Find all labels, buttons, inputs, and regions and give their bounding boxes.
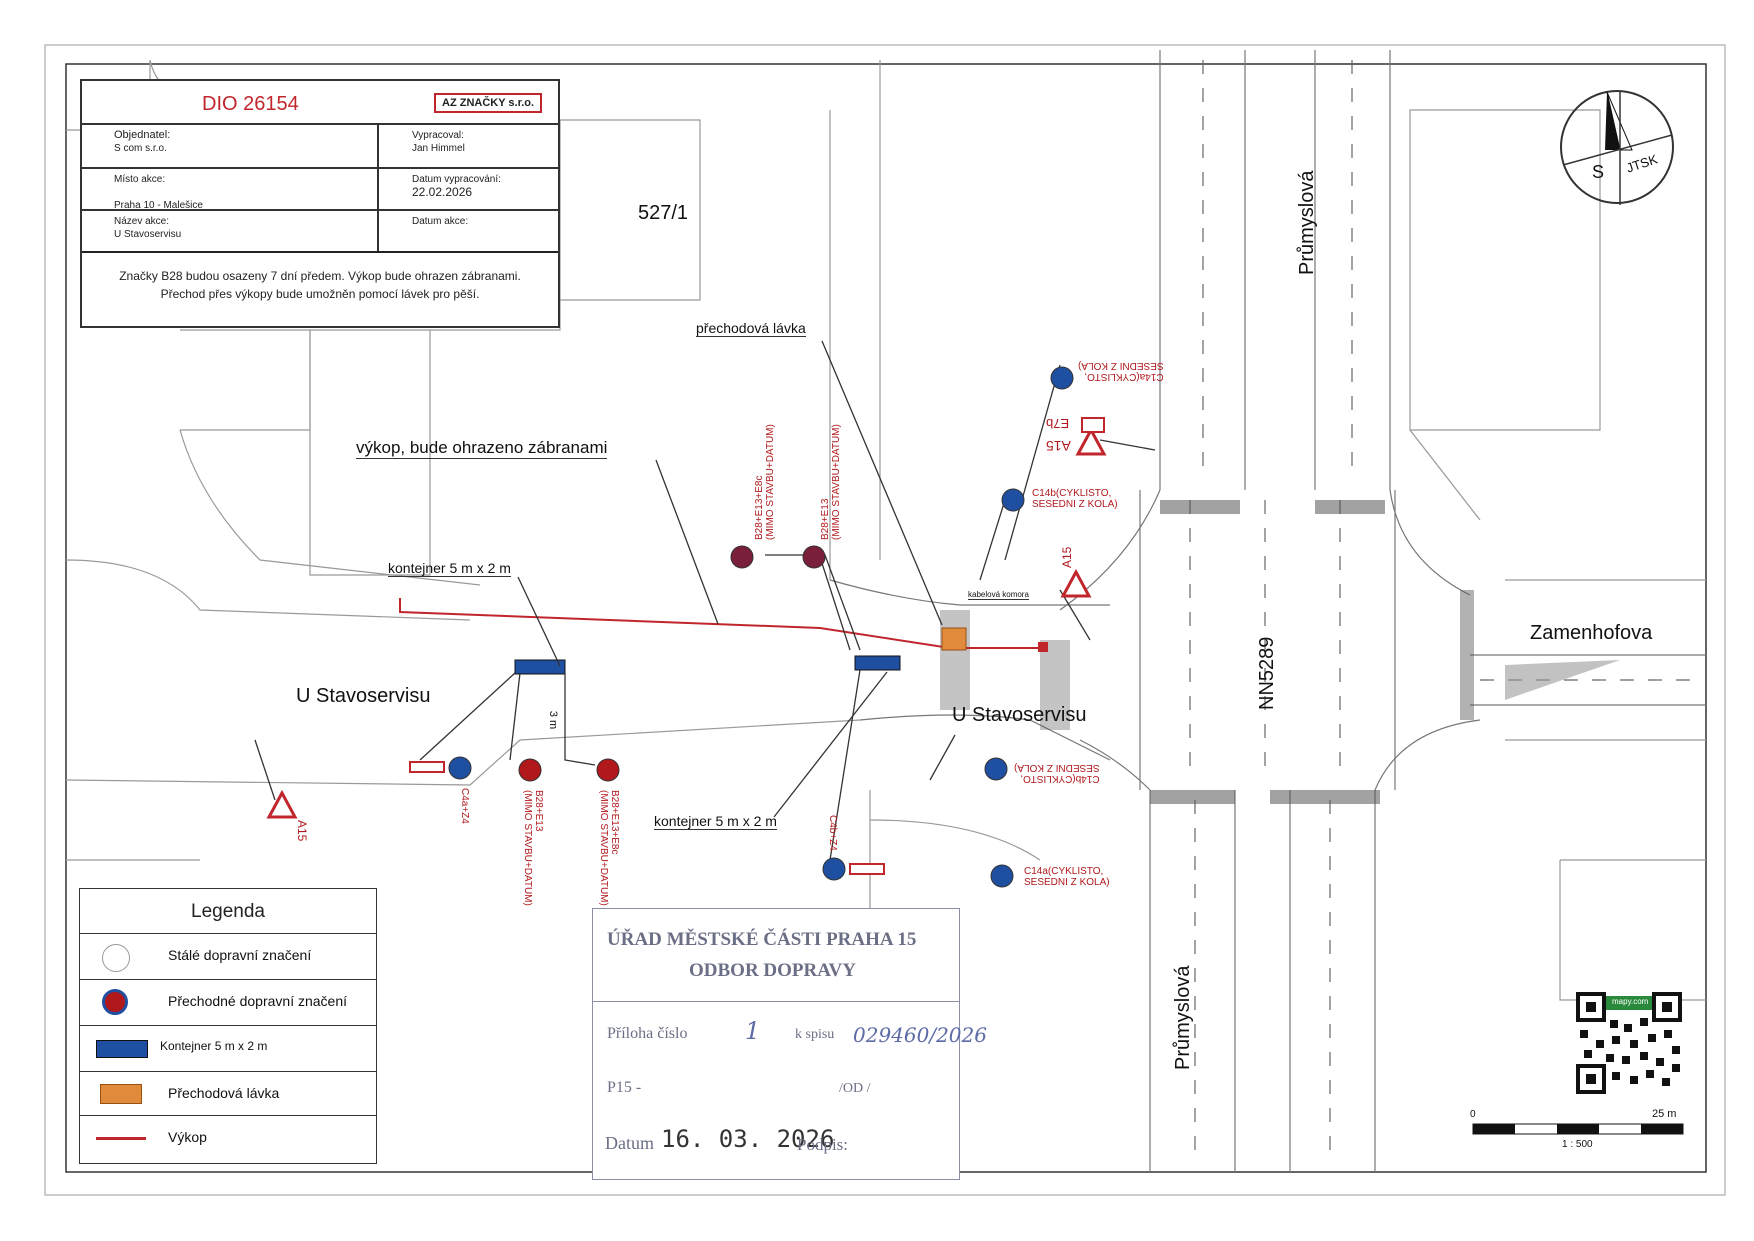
crossing-bridge-mark bbox=[941, 627, 967, 651]
outer-frame bbox=[44, 44, 1726, 1196]
zebra-crossings bbox=[940, 500, 1474, 804]
stamp-line1: ÚŘAD MĚSTSKÉ ČÁSTI PRAHA 15 bbox=[607, 929, 917, 950]
label-kontejner-top: kontejner 5 m x 2 m bbox=[388, 560, 511, 577]
compass-rose bbox=[1560, 90, 1674, 205]
container-mark-right bbox=[854, 655, 901, 671]
stamp-priloha-label: Příloha číslo bbox=[607, 1025, 688, 1042]
label-vykop: výkop, bude ohrazeno zábranami bbox=[356, 438, 608, 459]
sign-c14b: C14b(CYKLISTO,SESEDNI Z KOLA) bbox=[1032, 488, 1118, 510]
sign-c14a-bottom: C14a(CYKLISTO,SESEDNI Z KOLA) bbox=[1024, 866, 1110, 888]
scale-zero: 0 bbox=[1470, 1109, 1476, 1120]
permanent-sign-icon bbox=[102, 944, 130, 972]
qr-code bbox=[1576, 992, 1682, 1094]
temporary-sign-icon bbox=[102, 989, 128, 1015]
sign-b28-bot1: B28+E13(MIMO STAVBU+DATUM) bbox=[522, 790, 544, 906]
legend-row-container: Kontejner 5 m x 2 m bbox=[80, 1025, 376, 1070]
street-zamenhofova: Zamenhofova bbox=[1530, 622, 1653, 644]
title-block: DIO 26154 AZ ZNAČKY s.r.o. Objednatel: S… bbox=[80, 79, 560, 328]
approval-stamp: ÚŘAD MĚSTSKÉ ČÁSTI PRAHA 15 ODBOR DOPRAV… bbox=[592, 908, 987, 1180]
stamp-line2: ODBOR DOPRAVY bbox=[689, 960, 856, 981]
legend-row-temporary: Přechodné dopravní značení bbox=[80, 979, 376, 1024]
legend: Legenda Stálé dopravní značení Přechodné… bbox=[79, 888, 377, 1164]
sign-a15-left: A15 bbox=[295, 820, 309, 842]
leader-lines bbox=[254, 340, 1156, 861]
street-prumyslova-bottom: Průmyslová bbox=[1172, 965, 1194, 1070]
legend-row-excavation: Výkop bbox=[80, 1115, 376, 1160]
qr-badge: mapy.com bbox=[1612, 997, 1649, 1006]
legend-row-permanent: Stálé dopravní značení bbox=[80, 933, 376, 978]
stamp-podpis-label: Podpis: bbox=[797, 1135, 849, 1154]
datum-akce: Datum akce: bbox=[412, 216, 469, 227]
hatched-island bbox=[1505, 660, 1620, 700]
sign-c14b-bottom: C14b(CYKLISTO,SESEDNI Z KOLA) bbox=[1014, 762, 1100, 784]
traffic-signs bbox=[266, 366, 1107, 888]
vypracoval: Vypracoval: Jan Himmel bbox=[412, 130, 465, 154]
nazev-akce: Název akce: U Stavoservisu bbox=[114, 216, 182, 240]
sign-a15-top: A15 bbox=[1046, 438, 1071, 454]
scale-bar bbox=[1472, 1123, 1684, 1135]
dimension-3m: 3 m bbox=[547, 710, 560, 730]
company-logo: AZ ZNAČKY s.r.o. bbox=[434, 93, 543, 113]
sign-e7b: E7b bbox=[1046, 416, 1070, 431]
sign-c14a-top: C14a(CYKLISTO,SESEDNI Z KOLA) bbox=[1078, 360, 1164, 382]
stamp-p15-label: P15 - bbox=[607, 1079, 642, 1096]
stamp-spis-label: k spisu bbox=[795, 1027, 835, 1042]
misto-akce: Místo akce: Praha 10 - Malešice bbox=[114, 174, 203, 211]
sign-c4a: C4a+Z4 bbox=[459, 788, 470, 824]
sign-c4b: C4b+Z4 bbox=[827, 815, 838, 851]
street-prumyslova-top: Průmyslová bbox=[1296, 170, 1318, 275]
stamp-od-label: /OD / bbox=[839, 1081, 871, 1096]
sign-b28-top1: B28+E13+E8c(MIMO STAVBU+DATUM) bbox=[754, 424, 776, 540]
roads bbox=[829, 50, 1706, 1172]
compass-s-label: S bbox=[1592, 162, 1605, 182]
container-mark-left bbox=[514, 659, 566, 675]
label-kabelova-komora: kabelová komora bbox=[968, 590, 1029, 600]
sign-a15-mid: A15 bbox=[1060, 546, 1074, 568]
stamp-priloha-value: 1 bbox=[745, 1017, 761, 1045]
excavation-icon bbox=[96, 1137, 146, 1140]
parcel-number: 527/1 bbox=[638, 202, 689, 224]
excavation-line bbox=[399, 598, 1045, 649]
legend-title: Legenda bbox=[191, 901, 265, 922]
street-nn5289: NN5289 bbox=[1256, 636, 1278, 710]
sign-b28-top2: B28+E13(MIMO STAVBU+DATUM) bbox=[820, 424, 842, 540]
sign-b28-bot2: B28+E13+E8c(MIMO STAVBU+DATUM) bbox=[598, 790, 620, 906]
street-u-stavoservisu-right: U Stavoservisu bbox=[952, 704, 1087, 726]
stamp-datum-value: 16. 03. 2026 bbox=[661, 1125, 835, 1153]
street-u-stavoservisu-left: U Stavoservisu bbox=[296, 685, 431, 707]
cable-chamber bbox=[1038, 642, 1048, 652]
stamp-spis-value: 029460/2026 bbox=[853, 1023, 987, 1047]
lane-markings bbox=[1189, 60, 1700, 1160]
container-icon bbox=[96, 1040, 148, 1058]
legend-row-bridge: Přechodová lávka bbox=[80, 1071, 376, 1116]
datum-vypracovani: Datum vypracování: 22.02.2026 bbox=[412, 174, 501, 199]
note: Značky B28 budou osazeny 7 dní předem. V… bbox=[119, 269, 521, 301]
label-kontejner-bottom: kontejner 5 m x 2 m bbox=[654, 813, 777, 830]
dio-number: DIO 26154 bbox=[202, 93, 299, 115]
objednatel: Objednatel: S com s.r.o. bbox=[114, 129, 171, 154]
bridge-icon bbox=[100, 1084, 142, 1104]
stamp-datum-label: Datum bbox=[605, 1133, 654, 1153]
scale-ratio: 1 : 500 bbox=[1562, 1139, 1593, 1150]
scale-max: 25 m bbox=[1652, 1108, 1677, 1120]
label-prechodova-lavka: přechodová lávka bbox=[696, 320, 806, 337]
